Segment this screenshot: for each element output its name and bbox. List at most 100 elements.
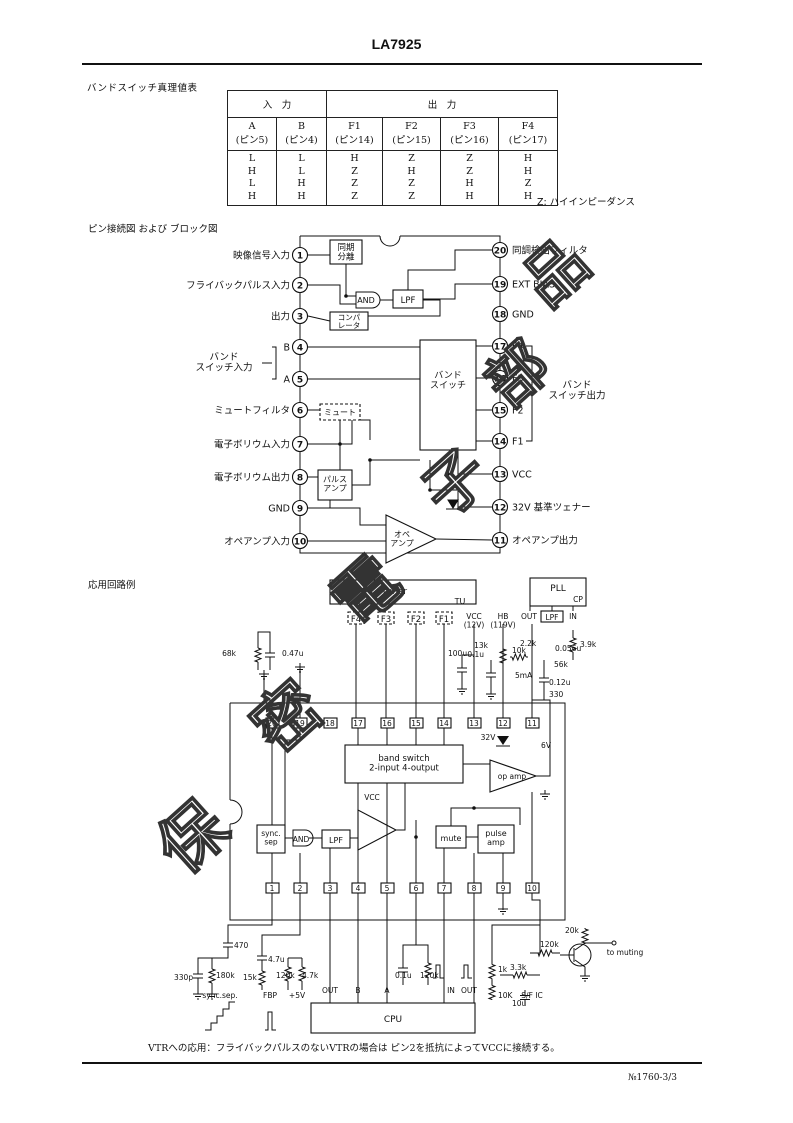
wire	[284, 728, 301, 825]
ic-pin-2-number: 2	[298, 884, 303, 893]
resistor-120k-muting-label: 120k	[540, 940, 559, 949]
cpu-box	[310, 1002, 476, 1034]
ic-pin-1-number: 1	[270, 884, 275, 893]
wire	[308, 284, 356, 305]
resistor-20k-label: 20k	[565, 926, 580, 935]
app-lpf-label: LPF	[329, 836, 343, 845]
pin-3	[291, 307, 309, 325]
resistor-10k-bottom	[487, 985, 497, 1000]
pin-12	[491, 498, 509, 516]
cap-470-label: 470	[234, 941, 249, 950]
cap-47u-label: 4.7u	[268, 955, 285, 964]
pin-13-number: 13	[494, 471, 507, 481]
wire	[263, 670, 273, 718]
muting-terminal	[611, 940, 617, 946]
band-switch-block	[419, 339, 477, 451]
wire	[435, 538, 493, 541]
band-switch-label: バンドスイッチ	[430, 370, 466, 391]
ic-pin-5-number: 5	[385, 884, 390, 893]
junction-dot	[344, 294, 348, 298]
junction-dot	[368, 458, 372, 462]
pin-2	[291, 276, 309, 294]
ic-pin-9-number: 9	[501, 884, 506, 893]
pin-6-label: ミュートフィルタ	[214, 406, 290, 417]
ic-pin-19-number: 19	[295, 719, 305, 728]
wire	[457, 450, 492, 475]
pin-3-label: 出力	[271, 311, 290, 323]
pin-3-number: 3	[297, 313, 303, 323]
app-pulse-amp-block	[477, 824, 515, 854]
wire	[360, 419, 371, 440]
resistor-120k-muting	[537, 948, 553, 958]
pin-4-label: B	[283, 343, 290, 354]
pin-8-number: 8	[297, 474, 303, 484]
pin-7	[291, 435, 309, 453]
pin-9	[291, 499, 309, 517]
resistor-33k-label: 3.3k	[510, 963, 527, 972]
app-6v-label: 6V	[541, 741, 552, 750]
pin-header-f4: F4(ピン17)	[498, 117, 558, 151]
junction-dot	[414, 835, 418, 839]
pin-11-number: 11	[494, 537, 507, 547]
and-label: AND	[357, 296, 375, 305]
pin-header-f2: F2(ピン15)	[382, 117, 441, 151]
resistor-33k	[512, 970, 528, 980]
pin-17	[491, 337, 509, 355]
cpu-label: CPU	[384, 1015, 402, 1025]
sync-sep-block	[329, 239, 363, 265]
bottom-rule	[82, 1062, 702, 1064]
wire	[368, 299, 441, 317]
resistor-39k-label: 3.9k	[580, 640, 597, 649]
app-sync-sep-label: sync.sep	[261, 829, 281, 847]
ic-pin-4-number: 4	[356, 884, 361, 893]
page-number: №1760-3/3	[628, 1073, 677, 1083]
pulse-waveform	[461, 964, 472, 979]
cpu-a-label: A	[384, 986, 390, 995]
pin-18-number: 18	[494, 311, 507, 321]
truth-table: 入 力 出 力 A(ピン5)B(ピン4)F1(ピン14)F2(ピン15)F3(ピ…	[227, 90, 558, 206]
band-switch-output-label: バンドスイッチ出力	[548, 380, 605, 402]
pin-9-number: 9	[297, 505, 303, 515]
bracket	[526, 345, 533, 442]
junction-dot	[472, 806, 476, 810]
tuner-pin-f1-label: F1	[439, 615, 449, 625]
ic-pin-17-number: 17	[353, 719, 363, 728]
pin-1-number: 1	[297, 252, 303, 262]
cap-012-label: 0.12u	[549, 678, 571, 687]
pin-4-number: 4	[297, 344, 303, 354]
sync-sep-label: 同期分離	[337, 243, 355, 263]
pin-6-number: 6	[297, 407, 303, 417]
resistor-120k	[283, 966, 293, 982]
cpu-out2-label: OUT	[461, 986, 477, 995]
resistor-1k-label: 1k	[498, 965, 508, 974]
resistor-180k	[207, 968, 217, 984]
pin-19	[491, 275, 509, 293]
cap-330p-label: 330p	[174, 973, 193, 982]
app-comparator	[357, 809, 398, 851]
to-muting-label: to muting	[607, 948, 644, 957]
pin-18	[491, 305, 509, 323]
ic-pin-18	[323, 717, 338, 729]
op-amp-triangle	[385, 514, 438, 564]
ic-pin-16-number: 16	[382, 719, 392, 728]
resistor-1k	[487, 964, 497, 979]
page-title: LA7925	[371, 36, 422, 52]
ic-pin-3-number: 3	[328, 884, 333, 893]
wire	[307, 315, 331, 322]
resistor-39k	[568, 637, 578, 653]
pin-11-label: オペアンプ出力	[512, 535, 578, 547]
resistor-120k-bottom	[423, 962, 433, 978]
resistor-15k-label: 15k	[243, 973, 258, 982]
pin-7-label: 電子ボリウム入力	[214, 439, 290, 451]
staircase-waveform	[205, 1001, 235, 1031]
lpf-label: LPF	[401, 296, 416, 306]
cp-label: CP	[573, 595, 583, 604]
pin-4	[291, 338, 309, 356]
pin-10	[291, 532, 309, 550]
pulse-amp-label: パルスアンプ	[323, 475, 347, 493]
